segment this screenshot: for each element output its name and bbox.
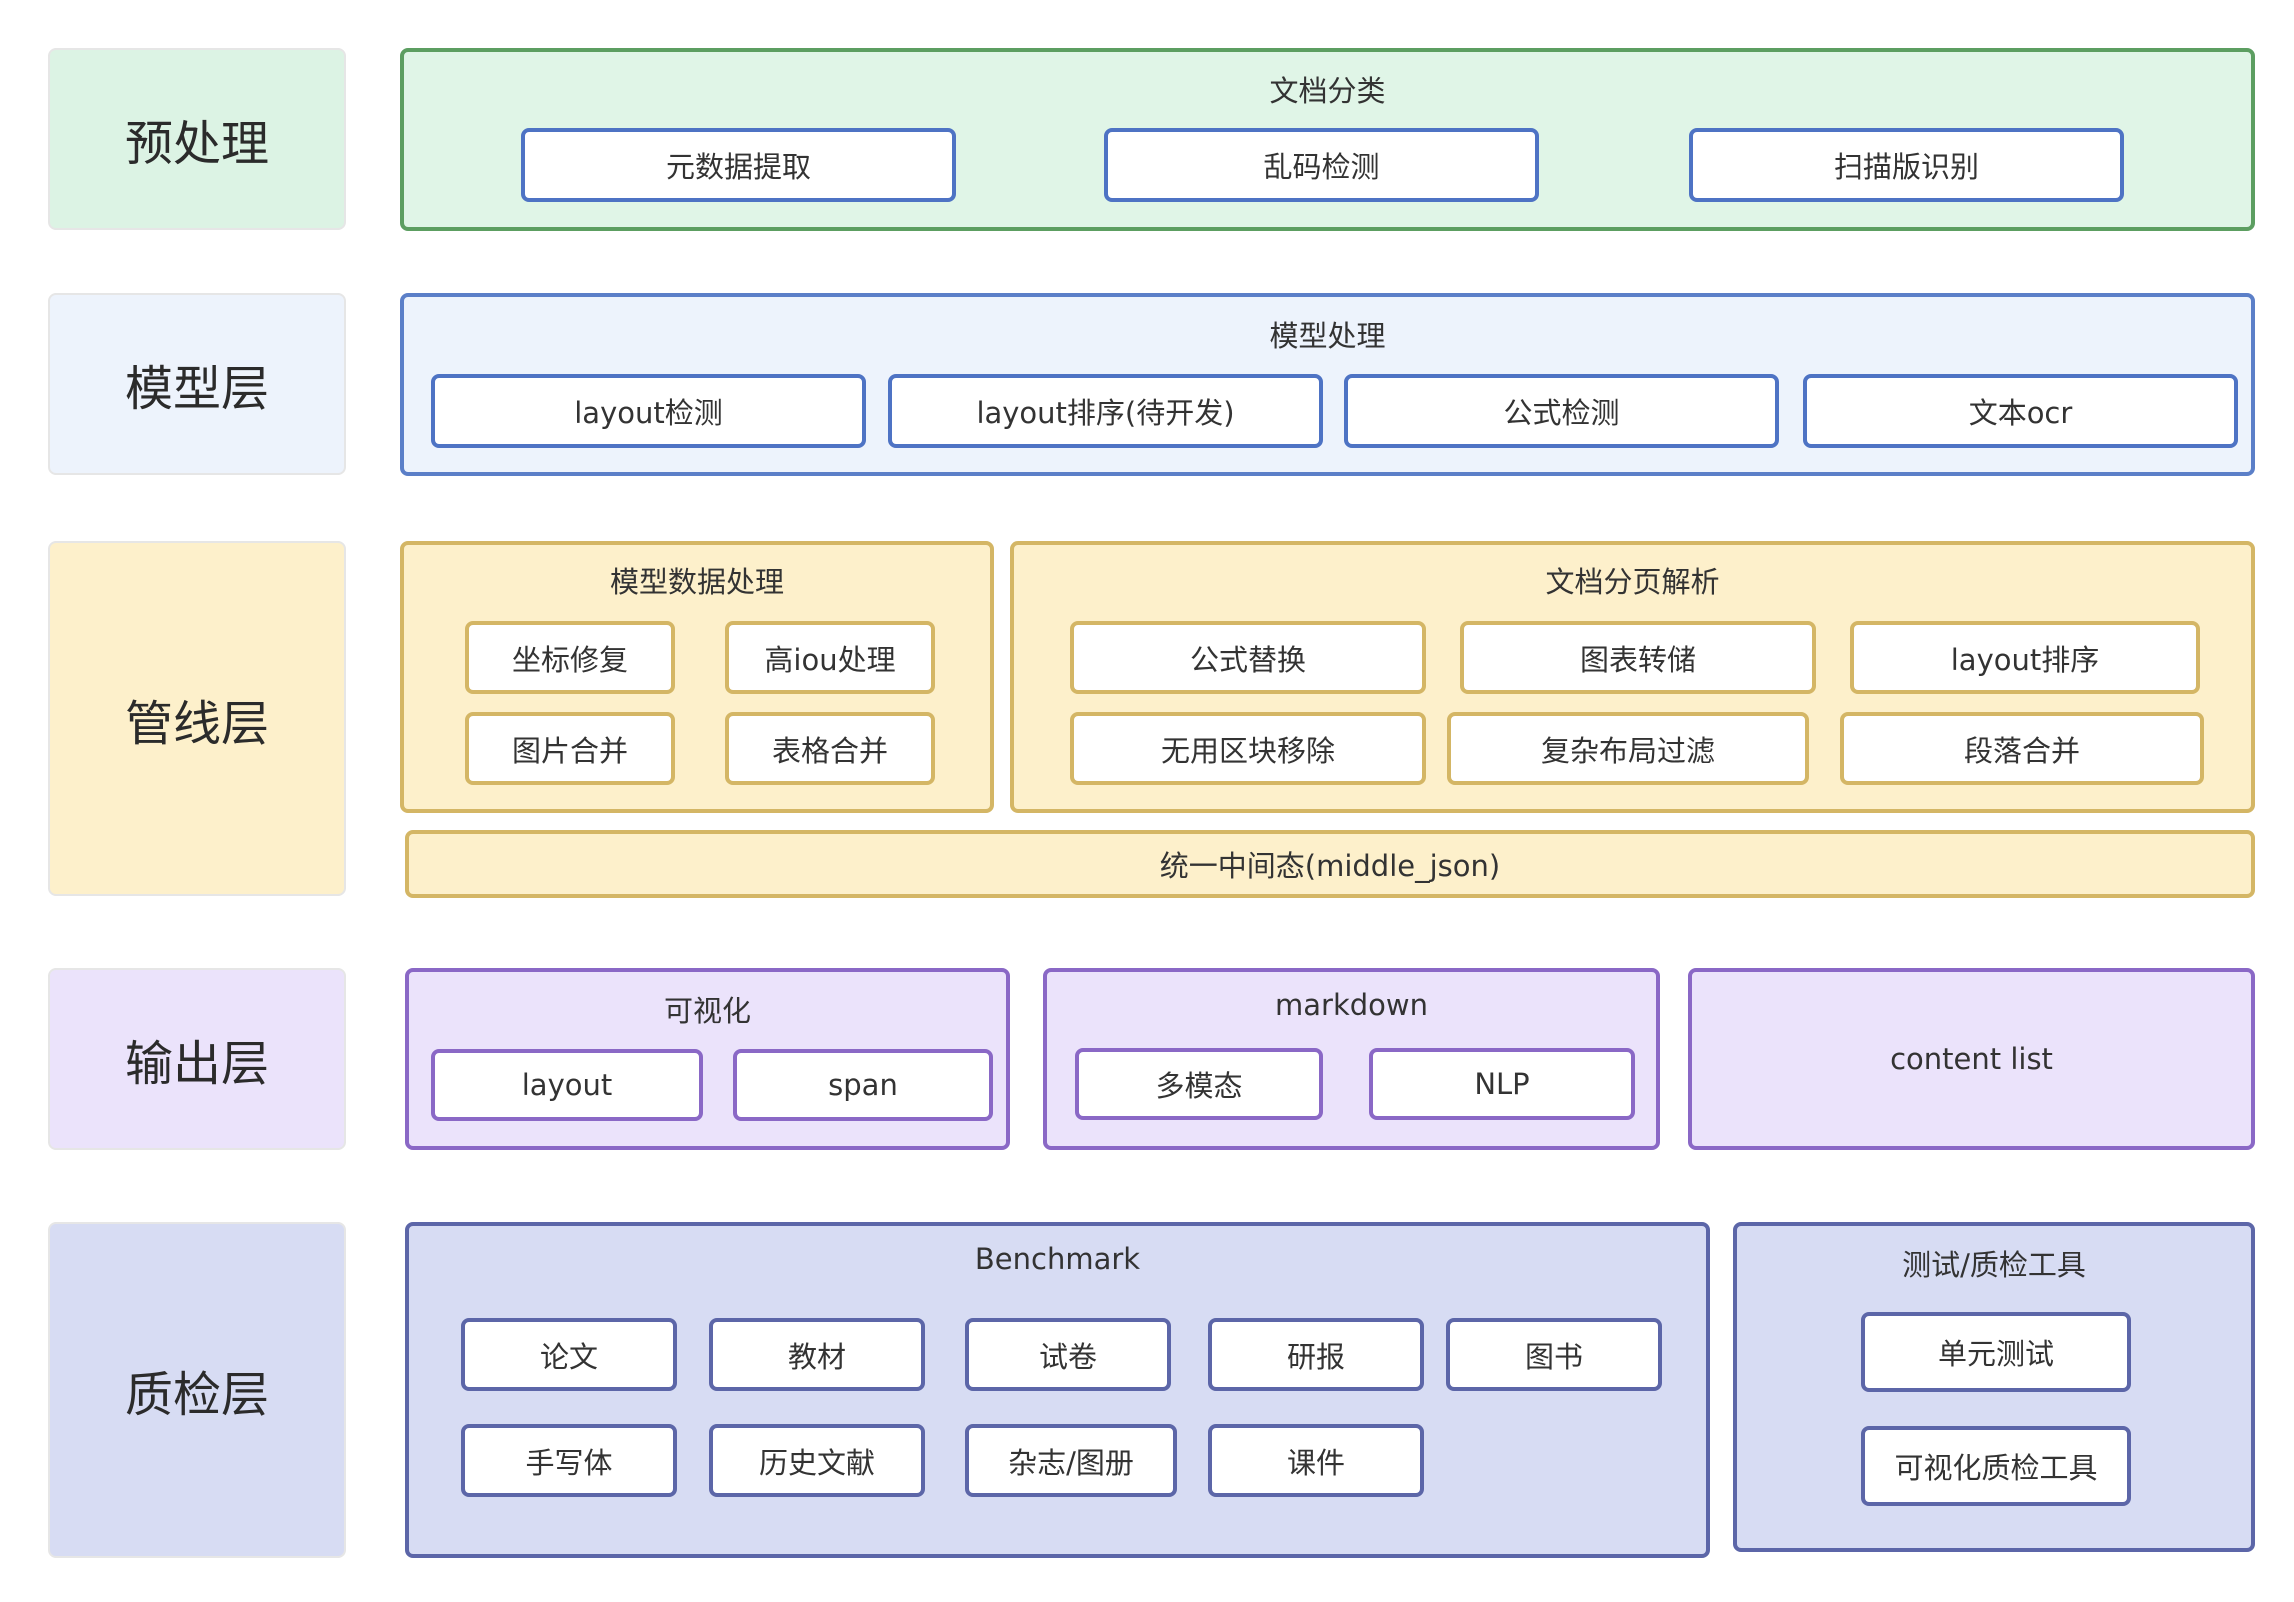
- group-title: 模型数据处理: [609, 565, 784, 599]
- group-title: 文档分类: [1269, 74, 1386, 108]
- middle-json-label: 统一中间态(middle_json): [1159, 849, 1501, 883]
- group-benchmark: Benchmark 论文 教材 试卷 研报 图书 手写体 历史文献 杂志/图册 …: [405, 1222, 1710, 1558]
- group-model-data-processing: 模型数据处理 坐标修复 高iou处理 图片合并 表格合并: [400, 541, 994, 813]
- group-model-processing: 模型处理 layout检测 layout排序(待开发) 公式检测 文本ocr: [400, 293, 2255, 476]
- group-page-parsing: 文档分页解析 公式替换 图表转储 layout排序 无用区块移除 复杂布局过滤 …: [1010, 541, 2255, 813]
- group-title: 模型处理: [1269, 319, 1386, 353]
- item-exam: 试卷: [965, 1318, 1171, 1391]
- item-high-iou: 高iou处理: [725, 621, 935, 694]
- group-title: 测试/质检工具: [1902, 1248, 2086, 1282]
- layer-label-qa: 质检层: [48, 1222, 346, 1558]
- layer-label-pipeline: 管线层: [48, 541, 346, 896]
- item-table-merge: 表格合并: [725, 712, 935, 785]
- item-useless-block-removal: 无用区块移除: [1070, 712, 1426, 785]
- group-title: 文档分页解析: [1545, 565, 1720, 599]
- item-layout-visual: layout: [431, 1049, 703, 1121]
- group-title: markdown: [1275, 988, 1428, 1022]
- group-doc-classification: 文档分类 元数据提取 乱码检测 扫描版识别: [400, 48, 2255, 231]
- item-textbook: 教材: [709, 1318, 925, 1391]
- item-coordinate-fix: 坐标修复: [465, 621, 675, 694]
- item-visual-qa-tool: 可视化质检工具: [1861, 1426, 2131, 1506]
- bar-middle-json: 统一中间态(middle_json): [405, 830, 2255, 898]
- item-layout-detection: layout检测: [431, 374, 866, 448]
- content-list-label: content list: [1890, 1042, 2053, 1076]
- layer-label-output: 输出层: [48, 968, 346, 1150]
- item-metadata-extraction: 元数据提取: [521, 128, 956, 202]
- item-text-ocr: 文本ocr: [1803, 374, 2238, 448]
- item-magazine: 杂志/图册: [965, 1424, 1177, 1497]
- item-courseware: 课件: [1208, 1424, 1424, 1497]
- group-markdown: markdown 多模态 NLP: [1043, 968, 1660, 1150]
- item-paragraph-merge: 段落合并: [1840, 712, 2204, 785]
- item-image-merge: 图片合并: [465, 712, 675, 785]
- item-paper: 论文: [461, 1318, 677, 1391]
- item-handwriting: 手写体: [461, 1424, 677, 1497]
- item-complex-layout-filter: 复杂布局过滤: [1447, 712, 1809, 785]
- item-multimodal: 多模态: [1075, 1048, 1323, 1120]
- layer-label-preprocess: 预处理: [48, 48, 346, 230]
- item-unit-test: 单元测试: [1861, 1312, 2131, 1392]
- item-formula-detection: 公式检测: [1344, 374, 1779, 448]
- item-layout-sort: layout排序: [1850, 621, 2200, 694]
- item-scanned-recognition: 扫描版识别: [1689, 128, 2124, 202]
- item-book: 图书: [1446, 1318, 1662, 1391]
- item-layout-sorting: layout排序(待开发): [888, 374, 1323, 448]
- layer-label-model: 模型层: [48, 293, 346, 475]
- item-research-report: 研报: [1208, 1318, 1424, 1391]
- item-figure-dump: 图表转储: [1460, 621, 1816, 694]
- item-garbled-detection: 乱码检测: [1104, 128, 1539, 202]
- group-content-list: content list: [1688, 968, 2255, 1150]
- item-span-visual: span: [733, 1049, 993, 1121]
- group-title: 可视化: [663, 994, 751, 1028]
- group-title: Benchmark: [974, 1242, 1141, 1276]
- group-test-tools: 测试/质检工具 单元测试 可视化质检工具: [1733, 1222, 2255, 1552]
- item-nlp: NLP: [1369, 1048, 1635, 1120]
- group-visualization: 可视化 layout span: [405, 968, 1010, 1150]
- item-formula-replace: 公式替换: [1070, 621, 1426, 694]
- item-historical-document: 历史文献: [709, 1424, 925, 1497]
